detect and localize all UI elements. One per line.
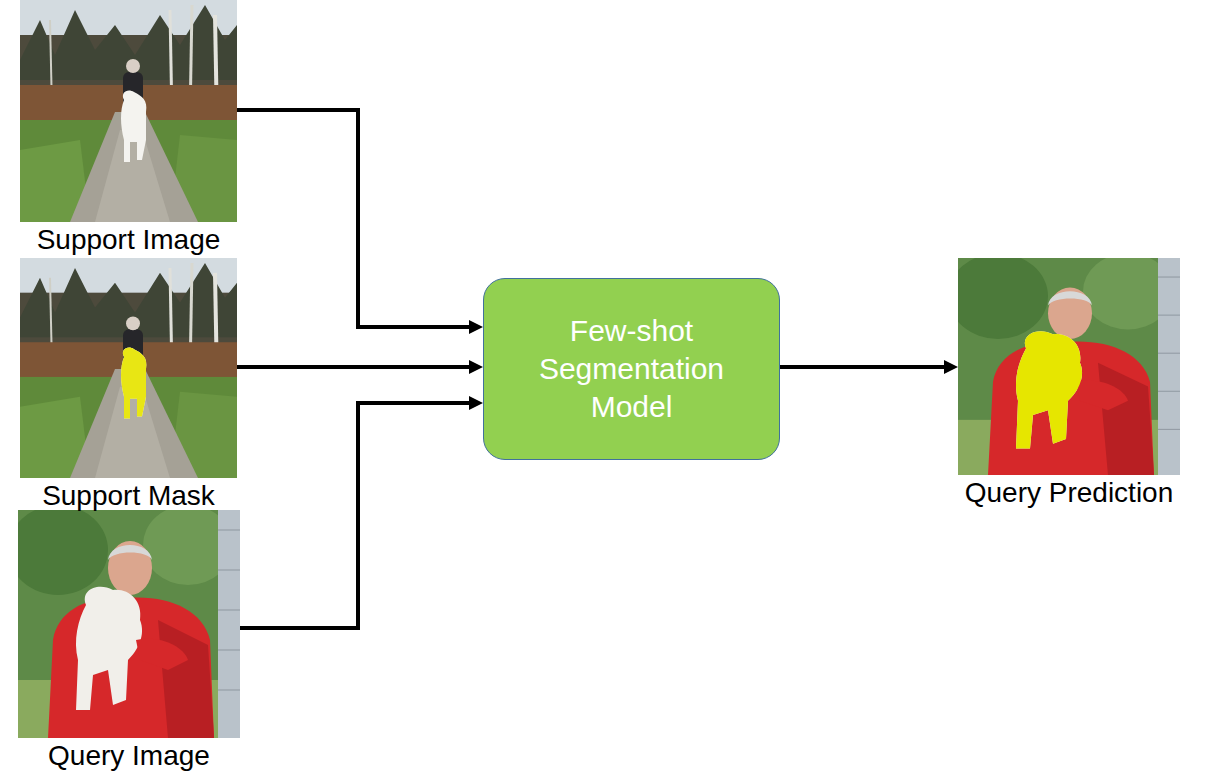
photo-node: Query Image [18,510,240,738]
arrowhead [469,360,483,374]
connector-line [237,110,471,327]
process-box: Few-shot Segmentation Model [483,278,780,460]
query-prediction-photo [948,253,1180,475]
support-image-photo [20,0,237,222]
box-label: Few-shot Segmentation Model [518,312,745,426]
arrow-connector [237,360,483,374]
photo-node: Query Prediction [958,258,1180,475]
image-caption: Query Image [0,740,270,772]
arrowhead [469,396,483,410]
photo-detail [20,258,237,478]
photo-node: Support Mask [20,258,237,478]
image-caption: Support Image [0,224,267,256]
image-caption: Query Prediction [928,477,1210,509]
connector-line [240,403,471,628]
photo-detail [8,505,240,738]
image-caption: Support Mask [0,480,267,512]
arrow-connector [240,396,483,628]
support-mask-photo [20,258,237,478]
arrow-connector [780,360,958,374]
connector-line [237,365,471,369]
query-image-photo [8,505,240,738]
photo-detail [948,253,1180,475]
photo-node: Support Image [20,0,237,222]
connector-line [780,365,946,369]
arrow-connector [237,110,483,334]
prediction-overlay [1016,331,1082,448]
arrowhead [469,320,483,334]
photo-detail [20,0,237,222]
arrowhead [944,360,958,374]
mask-overlay [121,348,146,419]
